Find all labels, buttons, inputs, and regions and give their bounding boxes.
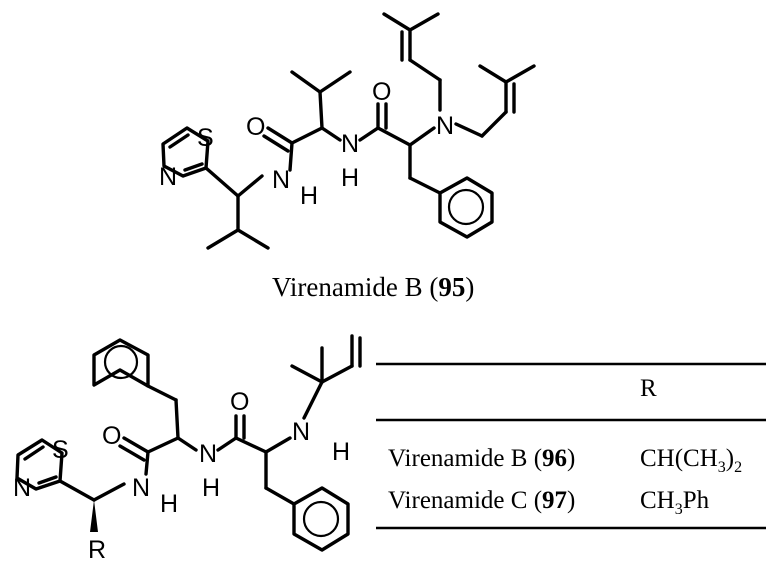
bottom-carbonyl1-o: O [102,422,121,450]
top-amide2-n: N [341,130,359,158]
top-amide2-h: H [341,164,359,192]
bottom-amide2-h: H [202,474,220,502]
top-structure: S N N H O N H O N [159,12,536,250]
top-amide1-h: H [300,182,318,210]
top-caption: Virenamide B (95) [272,272,474,302]
bottom-structure: S N O N H R N H O N H [13,334,362,564]
bottom-thiazole-s: S [52,436,69,464]
top-compound-number: 95 [438,272,465,302]
bottom-amide2-n: N [199,440,217,468]
bottom-amine-h: H [332,438,350,466]
top-amine-n: N [436,112,454,140]
bottom-r-group: R [88,536,106,564]
top-compound-name: Virenamide B [272,272,423,302]
top-thiazole-n: N [159,163,177,191]
top-amide1-n: N [272,166,290,194]
table-row-2-compound: Virenamide C (97) [388,487,575,514]
table-row-1-compound: Virenamide B (96) [388,445,575,472]
table-row-2-r: CH3Ph [640,487,710,518]
top-carbonyl2-o: O [372,78,391,106]
top-bonds [161,12,536,250]
r-group-table: R Virenamide B (96) CH(CH3)2 Virenamide … [376,362,766,530]
top-thiazole-s: S [197,124,214,152]
table-header-r: R [640,375,657,402]
top-carbonyl1-o: O [246,113,265,141]
bottom-amine-n: N [292,418,310,446]
bottom-bonds [15,334,362,552]
bottom-amide1-n: N [132,474,150,502]
table-row-1-r: CH(CH3)2 [640,445,742,476]
bottom-amide1-h: H [160,490,178,518]
bottom-carbonyl2-o: O [230,388,249,416]
bottom-thiazole-n: N [13,474,31,502]
